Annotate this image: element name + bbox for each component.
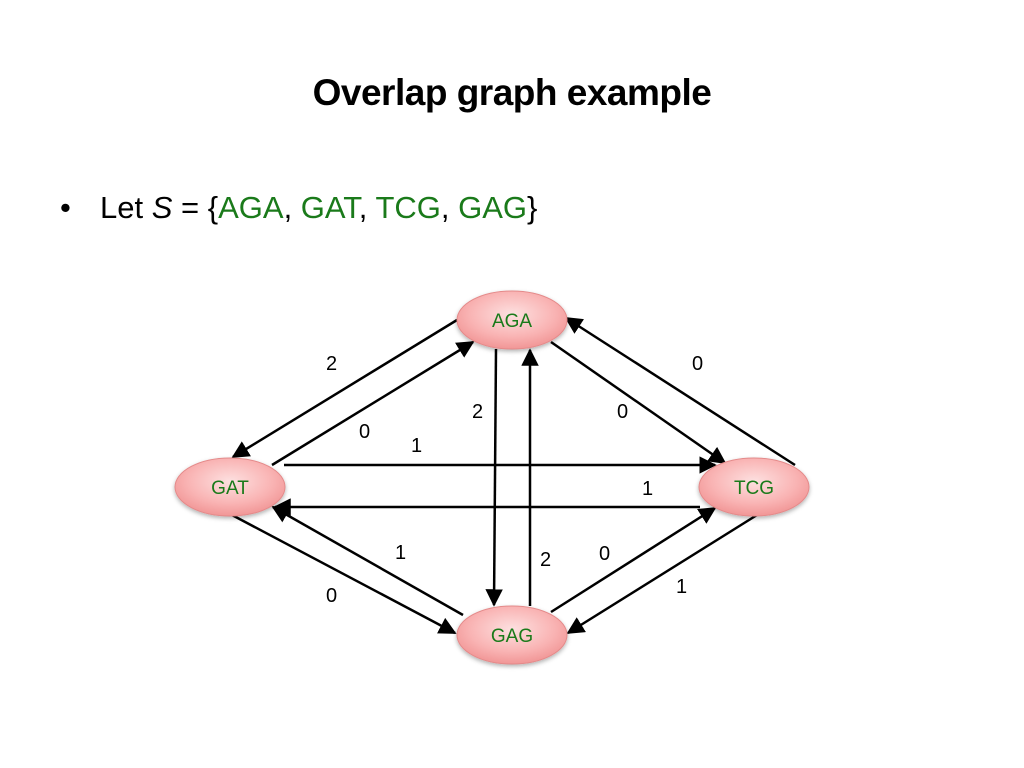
node-gag: GAG <box>456 605 568 665</box>
edge-aga-tcg <box>550 340 727 465</box>
set-separator-1: , <box>283 190 301 225</box>
edge-label-tcg-gat: 1 <box>642 478 653 500</box>
edge-label-aga-tcg: 0 <box>617 401 628 423</box>
set-separator-3: , <box>440 190 459 225</box>
edge-label-gat-tcg: 1 <box>411 435 422 457</box>
slide-title: Overlap graph example <box>312 72 712 113</box>
edge-tcg-gag <box>566 513 758 635</box>
edge-gat-gag <box>231 513 457 635</box>
edge-label-aga-gat: 2 <box>326 353 337 375</box>
edge-label-gag-aga: 2 <box>540 549 551 571</box>
set-string-1: AGA <box>218 190 284 225</box>
edges-layer <box>231 316 796 635</box>
node-gat: GAT <box>174 457 286 517</box>
set-close: } <box>527 190 538 225</box>
edge-label-tcg-gag: 1 <box>676 576 687 598</box>
edge-label-gat-aga: 0 <box>359 421 370 443</box>
set-variable: S <box>151 190 173 225</box>
edge-aga-gag <box>485 348 503 607</box>
bullet-item: • Let S = {AGA, GAT, TCG, GAG} <box>60 190 537 226</box>
node-gag-shape <box>456 605 568 665</box>
edge-gag-tcg <box>550 506 717 614</box>
edge-gag-gat <box>271 505 464 617</box>
edge-gat-aga <box>271 340 475 467</box>
node-gag-label: GAG <box>491 626 533 647</box>
node-aga-label: AGA <box>492 311 532 332</box>
node-tcg-label: TCG <box>734 478 774 499</box>
set-string-4: GAG <box>458 190 528 225</box>
edge-label-gag-gat: 1 <box>395 542 406 564</box>
set-separator-2: , <box>358 190 376 225</box>
edge-labels-layer: 2 0 2 2 0 0 1 1 0 1 0 1 <box>326 353 703 607</box>
node-tcg-shape <box>698 457 810 517</box>
edge-label-aga-gag: 2 <box>472 401 483 423</box>
edge-tcg-aga <box>564 316 796 467</box>
set-open: = { <box>172 190 219 225</box>
set-string-2: GAT <box>300 190 359 225</box>
node-aga-shape <box>456 290 568 350</box>
set-string-3: TCG <box>375 190 441 225</box>
bullet-prefix: Let <box>100 190 152 225</box>
node-gat-shape <box>174 457 286 517</box>
edge-label-gag-tcg: 0 <box>599 543 610 565</box>
node-aga: AGA <box>456 290 568 350</box>
node-gat-label: GAT <box>211 478 249 499</box>
edge-aga-gat <box>231 318 458 459</box>
node-tcg: TCG <box>698 457 810 517</box>
bullet-icon: • <box>60 190 71 225</box>
edge-label-tcg-aga: 0 <box>692 353 703 375</box>
edge-label-gat-gag: 0 <box>326 585 337 607</box>
nodes-layer: AGA GAT TCG GAG <box>174 290 810 665</box>
